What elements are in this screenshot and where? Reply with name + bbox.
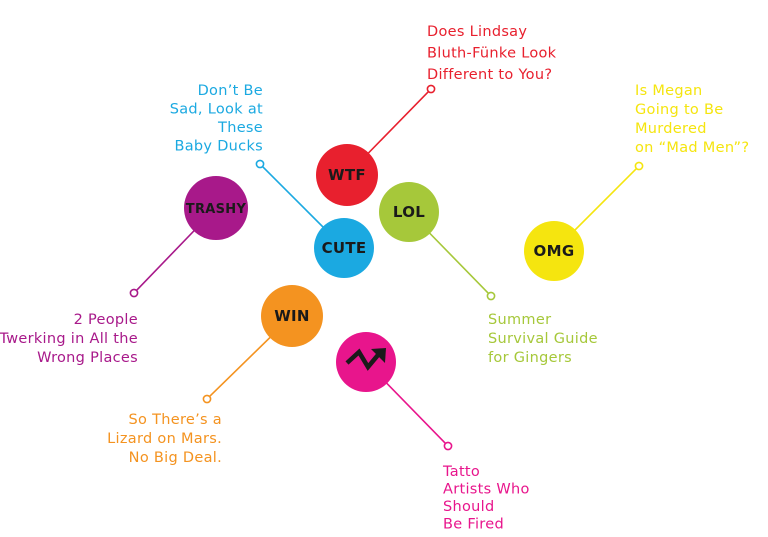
win-label: WIN: [274, 307, 310, 325]
omg-label: OMG: [534, 242, 575, 260]
win-story-line: So There’s a: [129, 412, 222, 428]
trashy-label: TRASHY: [186, 202, 247, 217]
omg-story-line: Going to Be: [635, 102, 723, 118]
trashy-story-line: 2 People: [74, 312, 138, 328]
wtf-badge[interactable]: WTF: [316, 144, 378, 206]
lol-endpoint: [486, 291, 496, 301]
wtf-story-line: Bluth-Fünke Look: [427, 46, 557, 62]
cute-circle[interactable]: [314, 218, 374, 278]
wtf-story-line: Different to You?: [427, 67, 552, 83]
wtf-label: WTF: [328, 166, 366, 184]
cute-label: CUTE: [322, 239, 367, 257]
cute-story-line: Don’t Be: [198, 83, 263, 99]
lol-badge[interactable]: LOL: [379, 182, 439, 242]
omg-badge[interactable]: OMG: [524, 221, 584, 281]
cute-story-line: Baby Ducks: [174, 139, 263, 155]
trashy-endpoint: [129, 288, 139, 298]
cute-badge[interactable]: CUTE: [314, 218, 374, 278]
win-story-line: Lizard on Mars.: [107, 431, 222, 447]
trashy-circle[interactable]: [184, 176, 248, 240]
cute-endpoint: [255, 159, 265, 169]
trending-endpoint: [443, 441, 453, 451]
lol-story-line: Survival Guide: [488, 331, 598, 347]
trending-badge[interactable]: [336, 332, 396, 392]
wtf-endpoint: [426, 84, 436, 94]
wtf-story-line: Does Lindsay: [427, 24, 527, 40]
lol-story-line: for Gingers: [488, 350, 572, 366]
wtf-circle[interactable]: [316, 144, 378, 206]
win-endpoint: [202, 394, 212, 404]
lol-circle[interactable]: [379, 182, 439, 242]
win-circle[interactable]: [261, 285, 323, 347]
trending-story-line: Tatto: [442, 464, 480, 480]
trashy-story-line: Twerking in All the: [0, 331, 138, 347]
lol-story-line: Summer: [488, 312, 551, 328]
win-story-link[interactable]: So There’s a Lizard on Mars. No Big Deal.: [107, 412, 222, 466]
omg-story-line: Is Megan: [635, 83, 703, 99]
win-badge[interactable]: WIN: [261, 285, 323, 347]
trending-arrowhead-icon: [371, 348, 386, 363]
lol-label: LOL: [393, 203, 425, 221]
omg-story-line: on “Mad Men”?: [635, 140, 749, 156]
trending-story-line: Should: [443, 499, 495, 515]
omg-endpoint: [634, 161, 644, 171]
trending-story-line: Artists Who: [443, 482, 530, 498]
win-story-line: No Big Deal.: [129, 450, 222, 466]
cute-story-line: Sad, Look at: [170, 102, 263, 118]
trending-story-line: Be Fired: [443, 517, 504, 533]
omg-circle[interactable]: [524, 221, 584, 281]
trashy-story-line: Wrong Places: [37, 350, 138, 366]
omg-story-line: Murdered: [635, 121, 707, 137]
trashy-badge[interactable]: TRASHY: [184, 176, 248, 240]
trending-arrow-icon: [345, 348, 380, 371]
cute-story-line: These: [217, 120, 263, 136]
